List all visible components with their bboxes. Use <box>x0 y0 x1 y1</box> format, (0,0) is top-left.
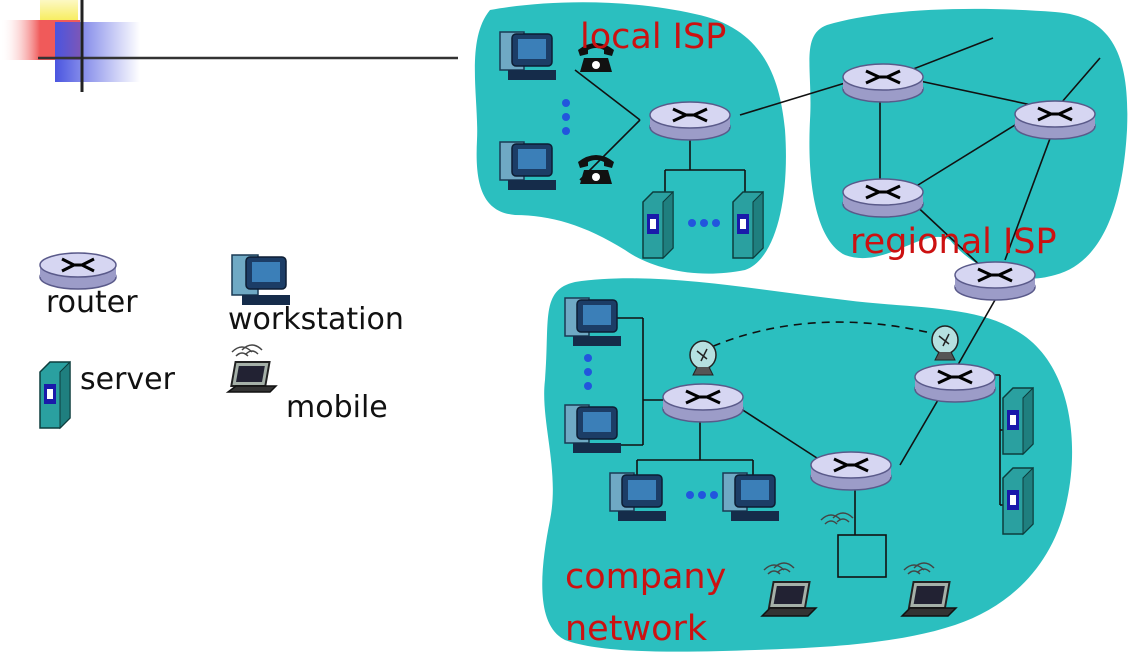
router-icon <box>39 252 117 290</box>
company-network-label-line1: company <box>565 557 727 597</box>
deco-blue-block <box>55 22 140 82</box>
legend-router-label: router <box>46 285 138 320</box>
connection-dots <box>688 219 720 227</box>
router-icon <box>661 382 745 424</box>
workstation-icon <box>564 404 622 454</box>
connection-dots <box>686 491 718 499</box>
network-diagram: local ISP regional ISP company network <box>455 0 1135 660</box>
server-icon <box>642 191 674 259</box>
connection-dots <box>562 99 570 135</box>
workstation-icon <box>499 31 557 81</box>
local-isp-label: local ISP <box>580 17 727 57</box>
legend: router workstation server mobile <box>0 230 460 450</box>
router-icon <box>953 260 1037 302</box>
legend-mobile-label: mobile <box>286 390 388 425</box>
workstation-icon <box>499 141 557 191</box>
workstation-icon <box>564 297 622 347</box>
server-icon <box>1002 387 1034 455</box>
router-icon <box>809 450 893 492</box>
workstation-icon <box>722 472 780 522</box>
legend-workstation-label: workstation <box>228 302 404 337</box>
workstation-icon <box>609 472 667 522</box>
router-icon <box>841 177 925 219</box>
connection-dots <box>584 354 592 390</box>
wireless-signal-icon <box>820 512 854 525</box>
server-icon <box>1002 467 1034 535</box>
regional-isp-label: regional ISP <box>850 222 1057 262</box>
router-icon <box>913 362 997 404</box>
router-icon <box>841 62 925 104</box>
workstation-icon <box>231 254 290 305</box>
wireless-access-point <box>837 534 887 578</box>
company-network-label-line2: network <box>565 609 708 649</box>
server-icon <box>732 191 764 259</box>
router-icon <box>648 100 732 142</box>
mobile-icon <box>225 344 278 393</box>
legend-server-label: server <box>80 362 175 397</box>
server-icon <box>39 360 71 430</box>
slide-decoration <box>0 0 458 92</box>
router-icon <box>1013 99 1097 141</box>
